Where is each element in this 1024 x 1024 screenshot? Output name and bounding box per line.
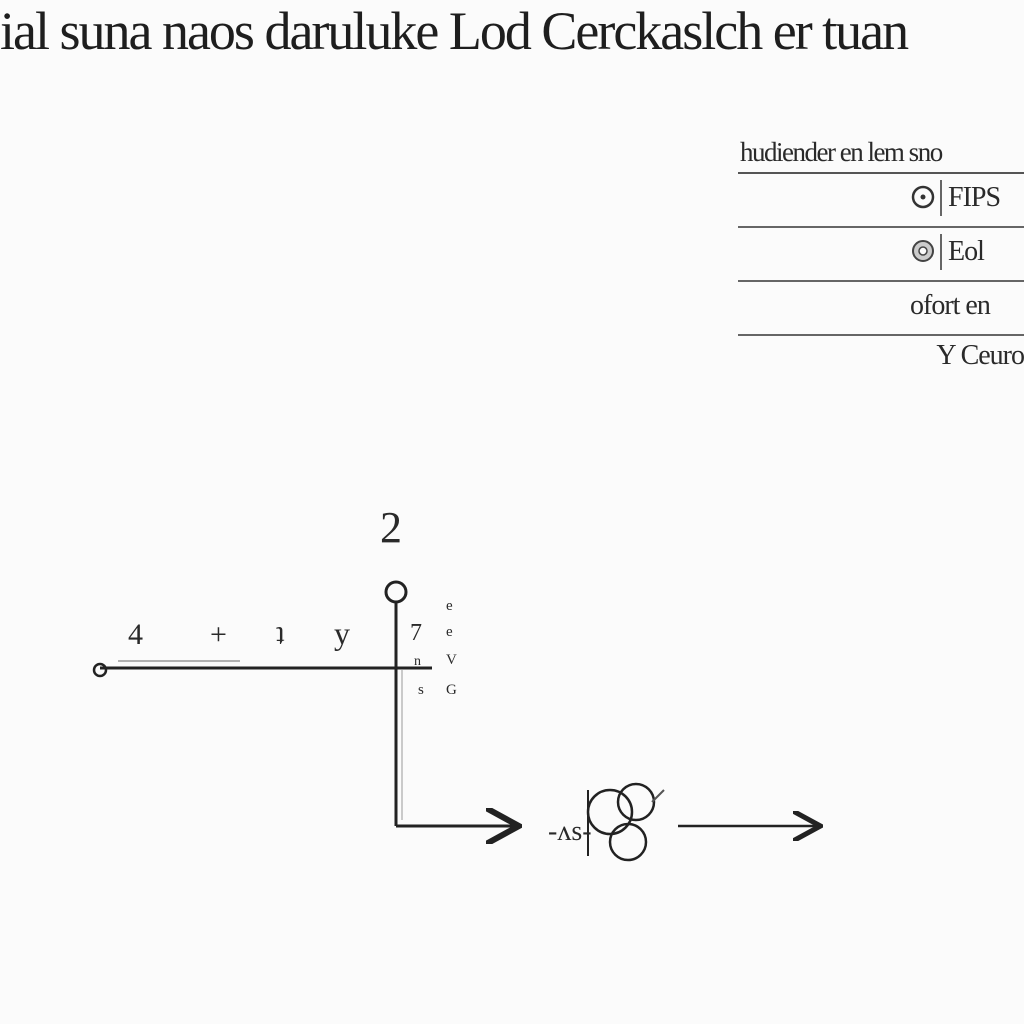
legend-footer: Y Ceuro [936,340,1024,371]
page-title: ial suna naos daruluke Lod Cerckaslch er… [0,1,909,61]
side-glyph: n [414,654,421,669]
axis-glyph: + [210,618,227,651]
side-glyph: G [446,682,457,698]
circle-icon [910,184,936,210]
process-node-icon [586,782,665,862]
side-glyph: s [418,682,424,698]
legend-panel: hudiender en lem sno FIPS Eol ofort en Y… [738,132,1024,372]
side-glyph: e [446,598,453,614]
legend-row: ofort en [738,282,1024,336]
axis-glyph: ʇ [276,618,285,651]
axis-glyph: y [334,615,350,651]
axis-origin-node [92,662,108,678]
legend-label: FIPS [940,180,1024,216]
legend-label: ofort en [910,290,991,321]
top-node [384,580,408,604]
side-glyph: 7 [410,620,422,646]
legend-header: hudiender en lem sno [738,132,1024,174]
gear-icon [910,238,936,264]
axis-glyph: 4 [128,618,143,651]
side-glyph: e [446,624,453,640]
legend-row: Eol [738,228,1024,282]
node-label: -ʌs- [548,816,592,847]
legend-label: Eol [940,234,1024,270]
stem-number: 2 [380,503,402,552]
legend-row: FIPS [738,174,1024,228]
side-glyph: V [446,652,457,668]
